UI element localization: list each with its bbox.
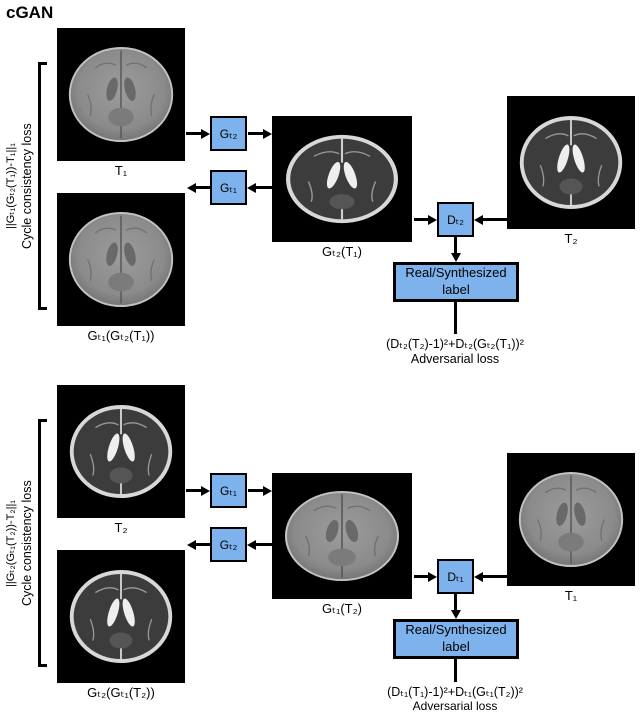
generator-gt2-box-bottom: Gₜ₂ xyxy=(210,527,247,562)
generator-gt1-box-bottom: Gₜ₁ xyxy=(210,473,247,508)
t2-real-image xyxy=(507,96,635,229)
t1-input-image-label: T₁ xyxy=(114,163,128,178)
reconstructed-t1-image-label: Gₜ₁(Gₜ₂(T₁)) xyxy=(87,328,155,343)
cycle-consistency-loss-label-bottom: Cycle consistency loss xyxy=(20,480,34,606)
cycle-consistency-loss-label: Cycle consistency loss xyxy=(20,123,34,249)
reconstructed-t1-image xyxy=(57,193,185,326)
adversarial-loss-label-bottom: Adversarial loss xyxy=(412,699,498,713)
arrow-dt1-to-output xyxy=(454,594,457,610)
output-to-loss-line xyxy=(454,302,457,334)
arrow-t1-to-dt1 xyxy=(483,575,507,578)
t1-real-image-label: T₁ xyxy=(564,588,578,603)
synthesized-t1-image-label: Gₜ₁(T₂) xyxy=(322,601,362,616)
t2-input-image xyxy=(57,385,185,518)
reconstructed-t2-image xyxy=(57,550,185,683)
generator-gt1-box: Gₜ₁ xyxy=(210,170,247,205)
arrow-t2-to-gt1 xyxy=(186,489,201,492)
arrow-gt2-to-recon-bottom xyxy=(196,543,210,546)
arrow-synth-to-gt1 xyxy=(256,186,272,189)
t1-input-image xyxy=(57,28,185,161)
adversarial-formula-bottom: (Dₜ₁(T₁)-1)²+Dₜ₁(Gₜ₁(T₂))² xyxy=(387,685,523,699)
adversarial-loss-label: Adversarial loss xyxy=(410,352,500,366)
arrow-t1-to-gt2 xyxy=(186,132,201,135)
arrow-dt2-to-output xyxy=(454,237,457,253)
adversarial-formula: (Dₜ₂(T₂)-1)²+Dₜ₂(Gₜ₂(T₁))² xyxy=(386,337,524,351)
real-synthesized-label-box-bottom: Real/Synthesized label xyxy=(393,619,519,659)
cycle-consistency-bracket xyxy=(38,62,47,310)
t1-real-image xyxy=(507,453,635,586)
cycle-consistency-bracket-bottom xyxy=(38,419,47,667)
arrow-gt1-to-synth-bottom xyxy=(248,489,263,492)
arrow-gt1-to-recon xyxy=(196,186,210,189)
synthesized-t1-image xyxy=(272,473,412,599)
arrow-gt2-to-synth xyxy=(248,132,263,135)
synthesized-t2-image-label: Gₜ₂(T₁) xyxy=(322,244,362,259)
output-to-loss-line-bottom xyxy=(454,659,457,682)
synthesized-t2-image xyxy=(272,116,412,242)
discriminator-dt1-box: Dₜ₁ xyxy=(437,559,474,594)
cycle-consistency-formula: ||Gₜ₁(Gₜ₂(T₁))-T₁||₁ xyxy=(5,143,17,229)
arrow-synth-to-dt2 xyxy=(414,218,428,221)
generator-gt2-box: Gₜ₂ xyxy=(210,116,247,151)
discriminator-dt2-box: Dₜ₂ xyxy=(437,202,474,237)
diagram-title: cGAN xyxy=(6,3,54,22)
cycle-consistency-formula-bottom: ||Gₜ₂(Gₜ₁(T₂))-T₂||₁ xyxy=(5,499,17,587)
reconstructed-t2-image-label: Gₜ₂(Gₜ₁(T₂)) xyxy=(87,685,155,700)
t2-real-image-label: T₂ xyxy=(564,231,578,246)
t2-input-image-label: T₂ xyxy=(114,520,128,535)
real-synthesized-label-box: Real/Synthesized label xyxy=(393,262,519,302)
arrow-synth-to-gt2-bottom xyxy=(256,543,272,546)
arrow-synth-to-dt1 xyxy=(414,575,428,578)
arrow-t2-to-dt2 xyxy=(483,218,507,221)
